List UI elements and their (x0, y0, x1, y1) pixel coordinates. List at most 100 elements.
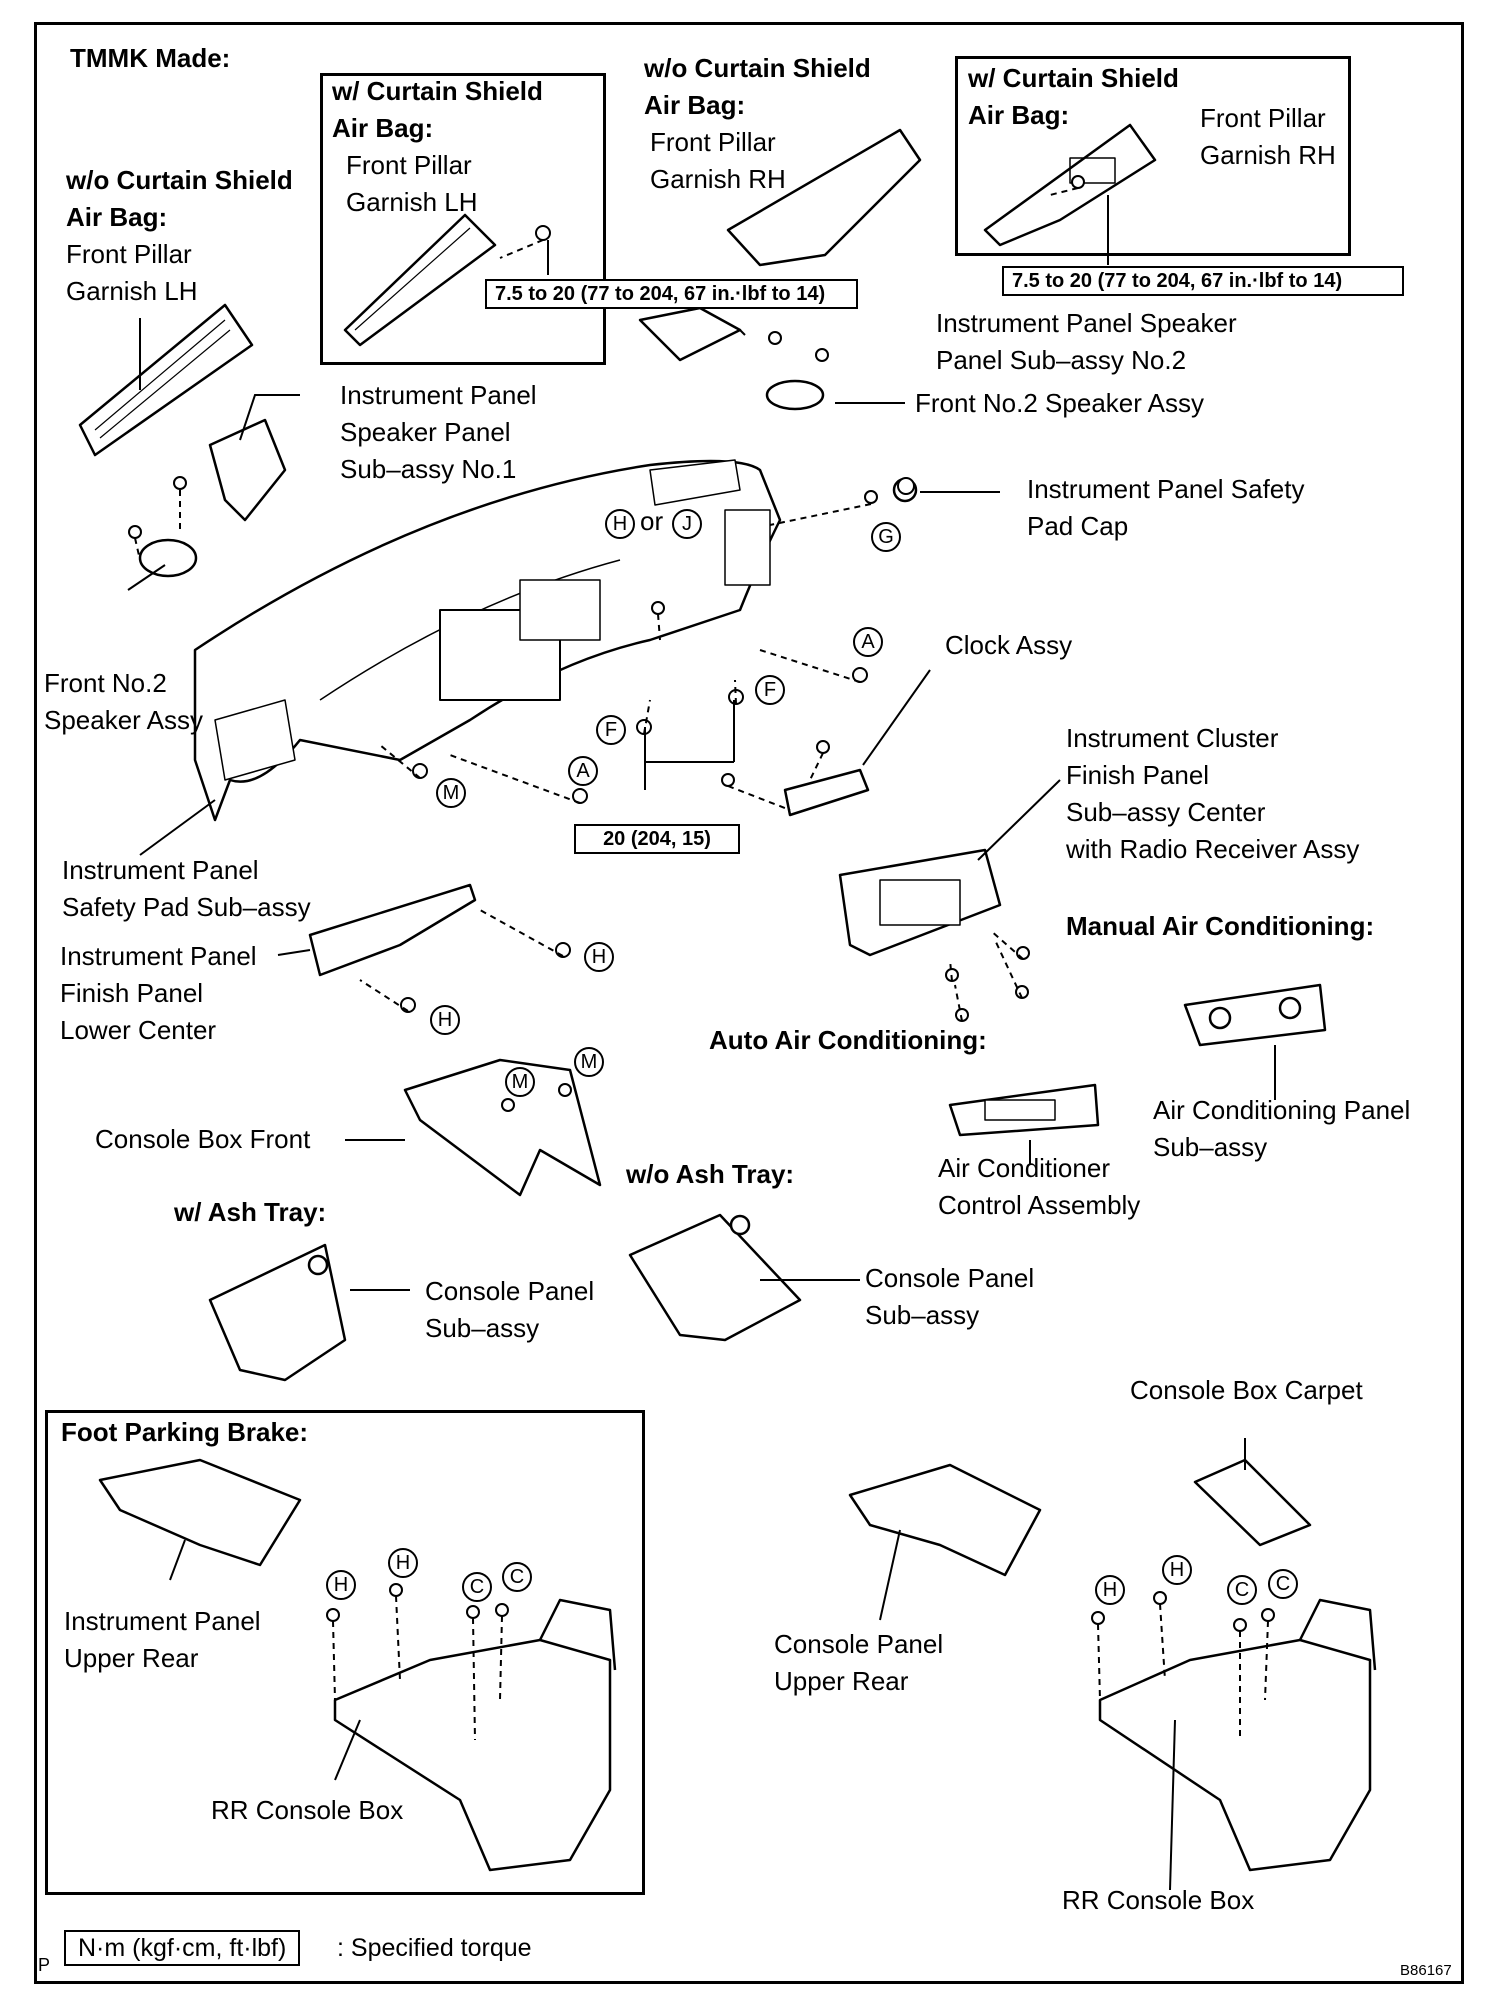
marker-c-rr-left-2: C (502, 1562, 532, 1592)
clock-assy-label: Clock Assy (945, 630, 1073, 660)
console-panel-noash-line2: Sub–assy (865, 1300, 980, 1330)
marker-j-top: J (672, 509, 702, 539)
cluster-finish-line2: Finish Panel (1066, 760, 1210, 790)
console-box-carpet-label: Console Box Carpet (1130, 1375, 1363, 1405)
rr-console-box-right-label: RR Console Box (1062, 1885, 1255, 1915)
front-speaker-left-label: Front No.2 Speaker Assy (44, 665, 203, 739)
console-box-carpet-part (1193, 1458, 1312, 1547)
box2-variant-line2: Air Bag: (968, 100, 1070, 130)
w-ash-tray-label: w/ Ash Tray: (174, 1197, 327, 1227)
curtain-shield-rh-box (955, 56, 1351, 256)
box1-variant-line2: Air Bag: (332, 113, 434, 143)
legend-description: : Specified torque (337, 1934, 532, 1962)
ip-upper-rear-part (98, 1458, 302, 1567)
marker-m-dash: M (436, 778, 466, 808)
front-speaker-left-line2: Speaker Assy (44, 705, 203, 735)
box2-part-line1: Front Pillar (1200, 103, 1326, 133)
speaker-panel-no2-line1: Instrument Panel Speaker (936, 308, 1237, 338)
cluster-finish-line4: with Radio Receiver Assy (1066, 834, 1360, 864)
ac-control-line1: Air Conditioner (938, 1153, 1110, 1183)
ac-panel-line2: Sub–assy (1153, 1132, 1268, 1162)
cp-upper-rear-line1: Console Panel (774, 1629, 944, 1659)
speaker-panel-no2-line2: Panel Sub–assy No.2 (936, 345, 1187, 375)
console-panel-ash-line2: Sub–assy (425, 1313, 540, 1343)
safety-pad-line1: Instrument Panel (62, 855, 259, 885)
ac-control-line2: Control Assembly (938, 1190, 1141, 1220)
ip-upper-rear-label: Instrument Panel Upper Rear (64, 1603, 261, 1677)
left-part-line2: Garnish LH (66, 276, 198, 306)
console-panel-noash-label: Console Panel Sub–assy (865, 1260, 1034, 1334)
ac-panel-line1: Air Conditioning Panel (1153, 1095, 1411, 1125)
page-prefix-p: P (38, 1955, 51, 1975)
console-panel-ash-part (208, 1243, 347, 1382)
marker-a-right: A (853, 627, 883, 657)
center-part-line2: Garnish RH (650, 164, 786, 194)
foot-parking-brake-box (45, 1410, 645, 1895)
ac-panel-label: Air Conditioning Panel Sub–assy (1153, 1092, 1410, 1166)
console-box-front-part (403, 1058, 602, 1197)
front-speaker-left-part (138, 538, 198, 578)
console-panel-noash-line1: Console Panel (865, 1263, 1035, 1293)
safety-pad-line2: Safety Pad Sub–assy (62, 892, 311, 922)
box2-variant-line1: w/ Curtain Shield (968, 63, 1179, 93)
foot-parking-brake-label: Foot Parking Brake: (61, 1417, 309, 1447)
cp-upper-rear-label: Console Panel Upper Rear (774, 1626, 943, 1700)
console-panel-ash-line1: Console Panel (425, 1276, 595, 1306)
marker-h-rr-left-2: H (388, 1548, 418, 1578)
h-or-j-label: or (640, 506, 664, 536)
speaker-panel-no2-part (638, 306, 742, 362)
front-speaker-left-line1: Front No.2 (44, 668, 167, 698)
tmmk-made-label: TMMK Made: (70, 43, 231, 73)
ip-upper-rear-line1: Instrument Panel (64, 1606, 261, 1636)
clock-assy-part (783, 768, 870, 817)
marker-m-console-left: M (505, 1067, 535, 1097)
marker-f-left: F (596, 715, 626, 745)
marker-c-rr-right-2: C (1268, 1569, 1298, 1599)
speaker-panel-no1-line1: Instrument Panel (340, 380, 537, 410)
rr-console-box-left-part (333, 1638, 612, 1872)
rr-console-box-right-part (1098, 1638, 1372, 1872)
box2-part-line2: Garnish RH (1200, 140, 1336, 170)
finish-lower-line3: Lower Center (60, 1015, 217, 1045)
diagram-frame (34, 22, 1464, 1984)
marker-h-rr-right-2: H (1162, 1555, 1192, 1585)
box1-label-group: w/ Curtain Shield Air Bag: Front Pillar … (332, 73, 543, 221)
pillar-garnish-rh-part (726, 128, 922, 267)
marker-c-rr-right-1: C (1227, 1575, 1257, 1605)
center-variant-line2: Air Bag: (644, 90, 746, 120)
safety-pad-cap-line1: Instrument Panel Safety (1027, 474, 1305, 504)
speaker-panel-no1-line3: Sub–assy No.1 (340, 454, 517, 484)
safety-pad-label: Instrument Panel Safety Pad Sub–assy (62, 852, 311, 926)
torque-spec-panel-bolt: 20 (204, 15) (574, 824, 740, 854)
curtain-shield-lh-box (320, 73, 606, 365)
speaker-panel-no1-part (208, 418, 287, 522)
left-pillar-label-group: w/o Curtain Shield Air Bag: Front Pillar… (66, 162, 293, 310)
marker-h-top: H (605, 509, 635, 539)
ip-upper-rear-line2: Upper Rear (64, 1643, 199, 1673)
box1-part-line2: Garnish LH (346, 187, 478, 217)
center-variant-line1: w/o Curtain Shield (644, 53, 871, 83)
torque-spec-pillar-rh: 7.5 to 20 (77 to 204, 67 in.·lbf to 14) (1002, 266, 1404, 296)
box1-part-line1: Front Pillar (346, 150, 472, 180)
wo-ash-tray-label: w/o Ash Tray: (626, 1159, 795, 1189)
finish-lower-line1: Instrument Panel (60, 941, 257, 971)
marker-a-left: A (568, 756, 598, 786)
marker-h-finish-left: H (430, 1005, 460, 1035)
cluster-finish-line1: Instrument Cluster (1066, 723, 1279, 753)
speaker-panel-no1-line2: Speaker Panel (340, 417, 511, 447)
torque-spec-pillar-lh: 7.5 to 20 (77 to 204, 67 in.·lbf to 14) (485, 279, 858, 309)
box2-variant-group: w/ Curtain Shield Air Bag: (968, 60, 1179, 134)
marker-c-rr-left-1: C (462, 1572, 492, 1602)
marker-h-rr-right-1: H (1095, 1575, 1125, 1605)
front-speaker-right-label: Front No.2 Speaker Assy (915, 388, 1205, 418)
speaker-panel-no1-label: Instrument Panel Speaker Panel Sub–assy … (340, 377, 537, 488)
marker-m-console-right: M (574, 1047, 604, 1077)
safety-pad-cap-line2: Pad Cap (1027, 511, 1129, 541)
legend-unit-box: N·m (kgf·cm, ft·lbf) (64, 1930, 301, 1966)
cp-upper-rear-line2: Upper Rear (774, 1666, 909, 1696)
cp-upper-rear-part (848, 1463, 1042, 1577)
console-box-front-label: Console Box Front (95, 1124, 311, 1154)
rr-console-box-left-label: RR Console Box (211, 1795, 404, 1825)
speaker-panel-no2-label: Instrument Panel Speaker Panel Sub–assy … (936, 305, 1237, 379)
